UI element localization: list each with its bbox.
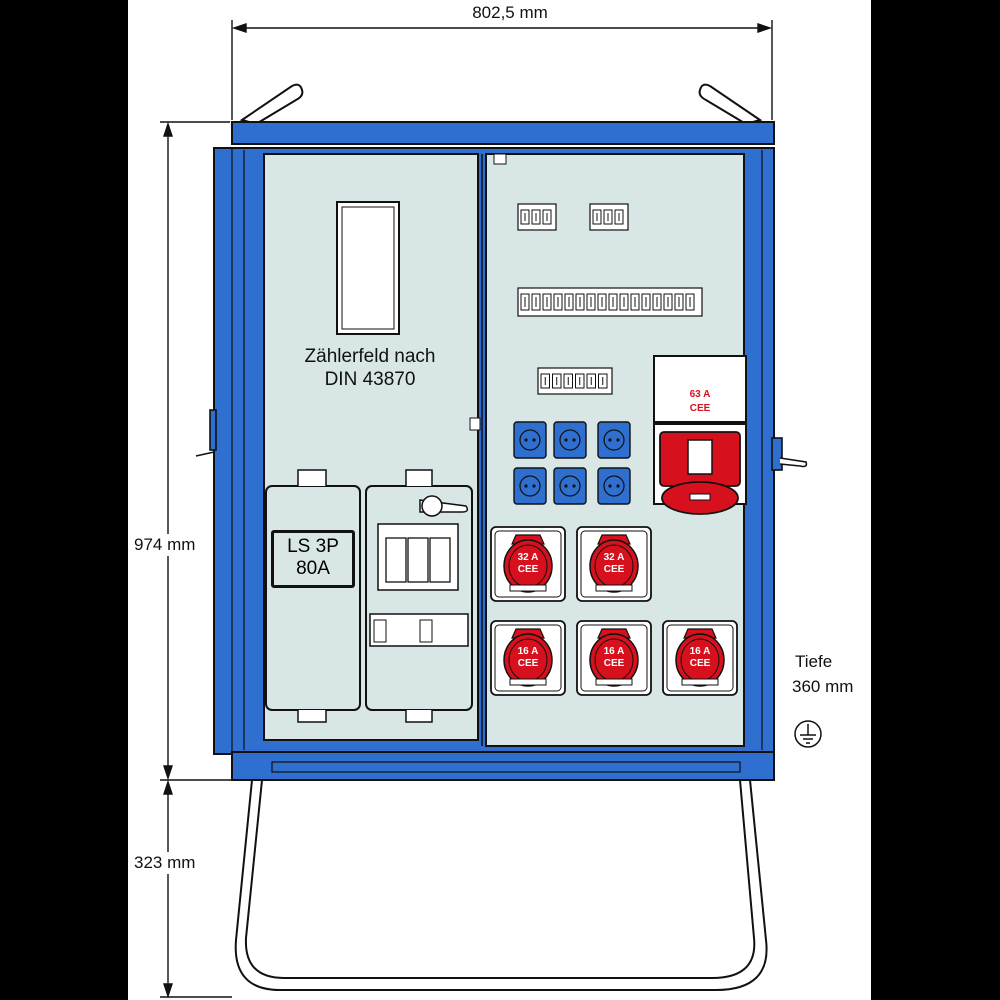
main-breaker-line1: LS 3P [287,536,339,557]
cee32-socket[interactable] [576,526,652,602]
side-latches [195,409,808,471]
schuko-socket[interactable] [553,467,587,505]
cee63-socket[interactable] [659,431,741,515]
main-breaker-cover [265,485,361,711]
cee-amp: 16 A [517,646,539,657]
dimension-lines [160,20,773,999]
cee-amp: 16 A [689,646,711,657]
cee-type: CEE [517,564,539,575]
cee-type: CEE [517,658,539,669]
meter-field-line2: DIN 43870 [324,369,416,390]
cee-type: CEE [603,658,625,669]
breaker-poles [520,209,695,389]
cee16-socket[interactable] [662,620,738,696]
main-breaker-label: LS 3P 80A [271,530,355,588]
main-breaker-line2: 80A [296,558,330,579]
cee16-socket[interactable] [490,620,566,696]
width-dimension: 802,5 mm [472,3,548,22]
cee63-type: CEE [689,403,711,414]
height-dimension: 974 mm [134,535,196,554]
base-rail [271,761,741,773]
lifting-handles [239,83,763,126]
isolator-cover [365,485,473,711]
cee-type: CEE [603,564,625,575]
schuko-sockets [513,421,631,505]
depth-value: 360 mm [792,677,854,696]
schuko-socket[interactable] [513,467,547,505]
schuko-socket[interactable] [597,467,631,505]
schuko-socket[interactable] [597,421,631,459]
stand-legs [234,779,768,991]
cee32-socket[interactable] [490,526,566,602]
schuko-socket[interactable] [513,421,547,459]
cee-amp: 32 A [517,552,539,563]
leg-dimension: 323 mm [134,853,196,872]
cee16-socket[interactable] [576,620,652,696]
isolator-modules [385,537,451,583]
cee-amp: 16 A [603,646,625,657]
roof [231,121,775,145]
cee-sockets [490,526,738,696]
cee63-label-plate [653,355,747,423]
cee-type: CEE [689,658,711,669]
cee63-amp: 63 A [689,389,711,400]
cee-amp: 32 A [603,552,625,563]
ground-icon [794,720,822,748]
schuko-socket[interactable] [553,421,587,459]
depth-label: Tiefe [795,652,833,671]
cee63-label: 63 A CEE [670,388,730,416]
meter-field-line1: Zählerfeld nach [304,346,436,367]
